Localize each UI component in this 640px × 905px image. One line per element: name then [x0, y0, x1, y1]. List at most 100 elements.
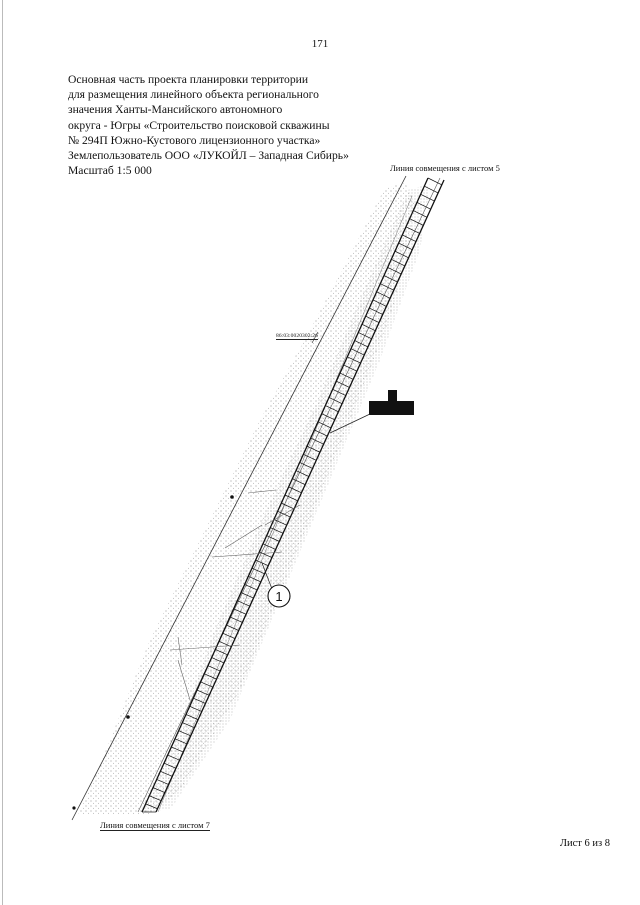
- hatch-stroke: [299, 462, 313, 469]
- scan-edge: [2, 0, 3, 905]
- hatch-stroke: [240, 592, 254, 599]
- corridor-edge: [157, 195, 413, 813]
- hatch-stroke: [336, 380, 350, 388]
- hatch-stroke: [171, 746, 184, 753]
- road-edge-right: [155, 179, 445, 813]
- hatch-stroke: [328, 397, 343, 404]
- hatch-stroke: [409, 218, 424, 226]
- match-line-bottom-label: Линия совмещения с листом 7: [100, 820, 210, 831]
- hatch-stroke: [317, 421, 332, 429]
- boundary-point: [230, 495, 234, 499]
- road-hatching: [142, 177, 442, 813]
- hatch-stroke: [413, 210, 428, 218]
- title-line: значения Ханты-Мансийского автономного: [68, 103, 283, 117]
- hatch-stroke: [255, 559, 269, 567]
- hatch-stroke: [387, 267, 402, 275]
- hatch-stroke: [365, 315, 380, 323]
- hatch-stroke: [215, 649, 228, 656]
- hatch-stroke: [149, 795, 162, 801]
- hatch-stroke: [402, 234, 417, 242]
- hatch-stroke: [174, 738, 188, 745]
- hatch-stroke: [416, 202, 431, 210]
- hatch-stroke: [156, 779, 169, 785]
- hatch-stroke: [321, 413, 335, 421]
- hatch-stroke: [259, 551, 273, 558]
- hatch-stroke: [167, 754, 180, 761]
- hatch-stroke: [350, 348, 365, 356]
- scale-line: Масштаб 1:5 000: [68, 164, 152, 178]
- title-line: Основная часть проекта планировки террит…: [68, 73, 309, 86]
- hatch-stroke: [229, 616, 243, 623]
- hatch-stroke: [163, 762, 177, 769]
- hatch-stroke: [200, 681, 214, 688]
- match-line-bottom-text: Линия совмещения с листом 7: [100, 820, 210, 831]
- boundary-point: [126, 715, 130, 719]
- hatch-stroke: [251, 567, 265, 575]
- cadastral-leader: [311, 331, 319, 344]
- stippled-corridor-dense: [140, 184, 430, 812]
- hatch-stroke: [222, 632, 236, 639]
- hatch-stroke: [288, 486, 302, 494]
- hatch-stroke: [185, 714, 199, 720]
- hatch-stroke: [196, 689, 210, 696]
- hatch-stroke: [306, 445, 321, 453]
- title-line: Землепользователь ООО «ЛУКОЙЛ – Западная…: [68, 149, 349, 163]
- hatch-stroke: [182, 722, 195, 729]
- cadastral-number: 86:03:0020302:26: [276, 333, 318, 340]
- hatch-stroke: [372, 299, 387, 307]
- hatch-stroke: [292, 478, 306, 485]
- hatch-stroke: [332, 389, 346, 396]
- hatch-stroke: [383, 275, 398, 283]
- hatch-stroke: [427, 177, 442, 186]
- hatch-stroke: [193, 697, 206, 704]
- hatch-stroke: [266, 535, 280, 542]
- hatch-stroke: [270, 527, 284, 534]
- hatch-stroke: [237, 600, 250, 607]
- hatch-stroke: [281, 502, 295, 510]
- hatch-stroke: [145, 803, 158, 810]
- sheet-counter: Лист 6 из 8: [559, 838, 610, 849]
- hatch-stroke: [314, 429, 328, 437]
- hatch-stroke: [380, 283, 394, 291]
- hatch-stroke: [391, 258, 406, 267]
- callout-circle: [267, 584, 291, 608]
- hatch-stroke: [233, 608, 247, 615]
- hatch-stroke: [189, 706, 202, 712]
- hatch-stroke: [420, 193, 435, 202]
- hatch-stroke: [262, 543, 276, 550]
- hatch-stroke: [347, 356, 361, 364]
- title-line: округа - Югры «Строительство поисковой с…: [68, 118, 330, 132]
- hatch-stroke: [354, 340, 369, 348]
- hatch-stroke: [369, 307, 383, 315]
- hatch-stroke: [211, 657, 225, 664]
- hatch-stroke: [325, 405, 339, 413]
- hatch-stroke: [424, 185, 439, 194]
- hatch-stroke: [303, 454, 317, 461]
- hatch-stroke: [178, 730, 191, 737]
- hatch-stroke: [394, 250, 409, 259]
- hatch-stroke: [398, 242, 413, 250]
- hatch-stroke: [284, 494, 298, 502]
- match-line-top-label: Линия совмещения с листом 5: [390, 163, 500, 173]
- hatch-stroke: [339, 372, 354, 380]
- label-leader: [329, 413, 371, 434]
- boundary-line-inner: [137, 177, 441, 813]
- hatch-stroke: [207, 665, 221, 672]
- stippled-corridor: [78, 183, 416, 815]
- hatch-stroke: [152, 787, 165, 793]
- callout-leader: [261, 562, 273, 590]
- callout-number: 1: [275, 589, 283, 604]
- hatch-stroke: [226, 624, 239, 631]
- page-number: 171: [311, 38, 329, 50]
- redacted-label: [369, 401, 414, 415]
- hatch-stroke: [310, 437, 324, 445]
- hatch-stroke: [273, 519, 287, 526]
- hatch-stroke: [244, 584, 258, 591]
- hatch-stroke: [376, 291, 391, 299]
- hatch-stroke: [343, 364, 358, 372]
- hatch-stroke: [361, 323, 376, 332]
- side-features: [169, 489, 301, 701]
- hatch-stroke: [204, 673, 217, 680]
- boundary-point: [72, 806, 76, 810]
